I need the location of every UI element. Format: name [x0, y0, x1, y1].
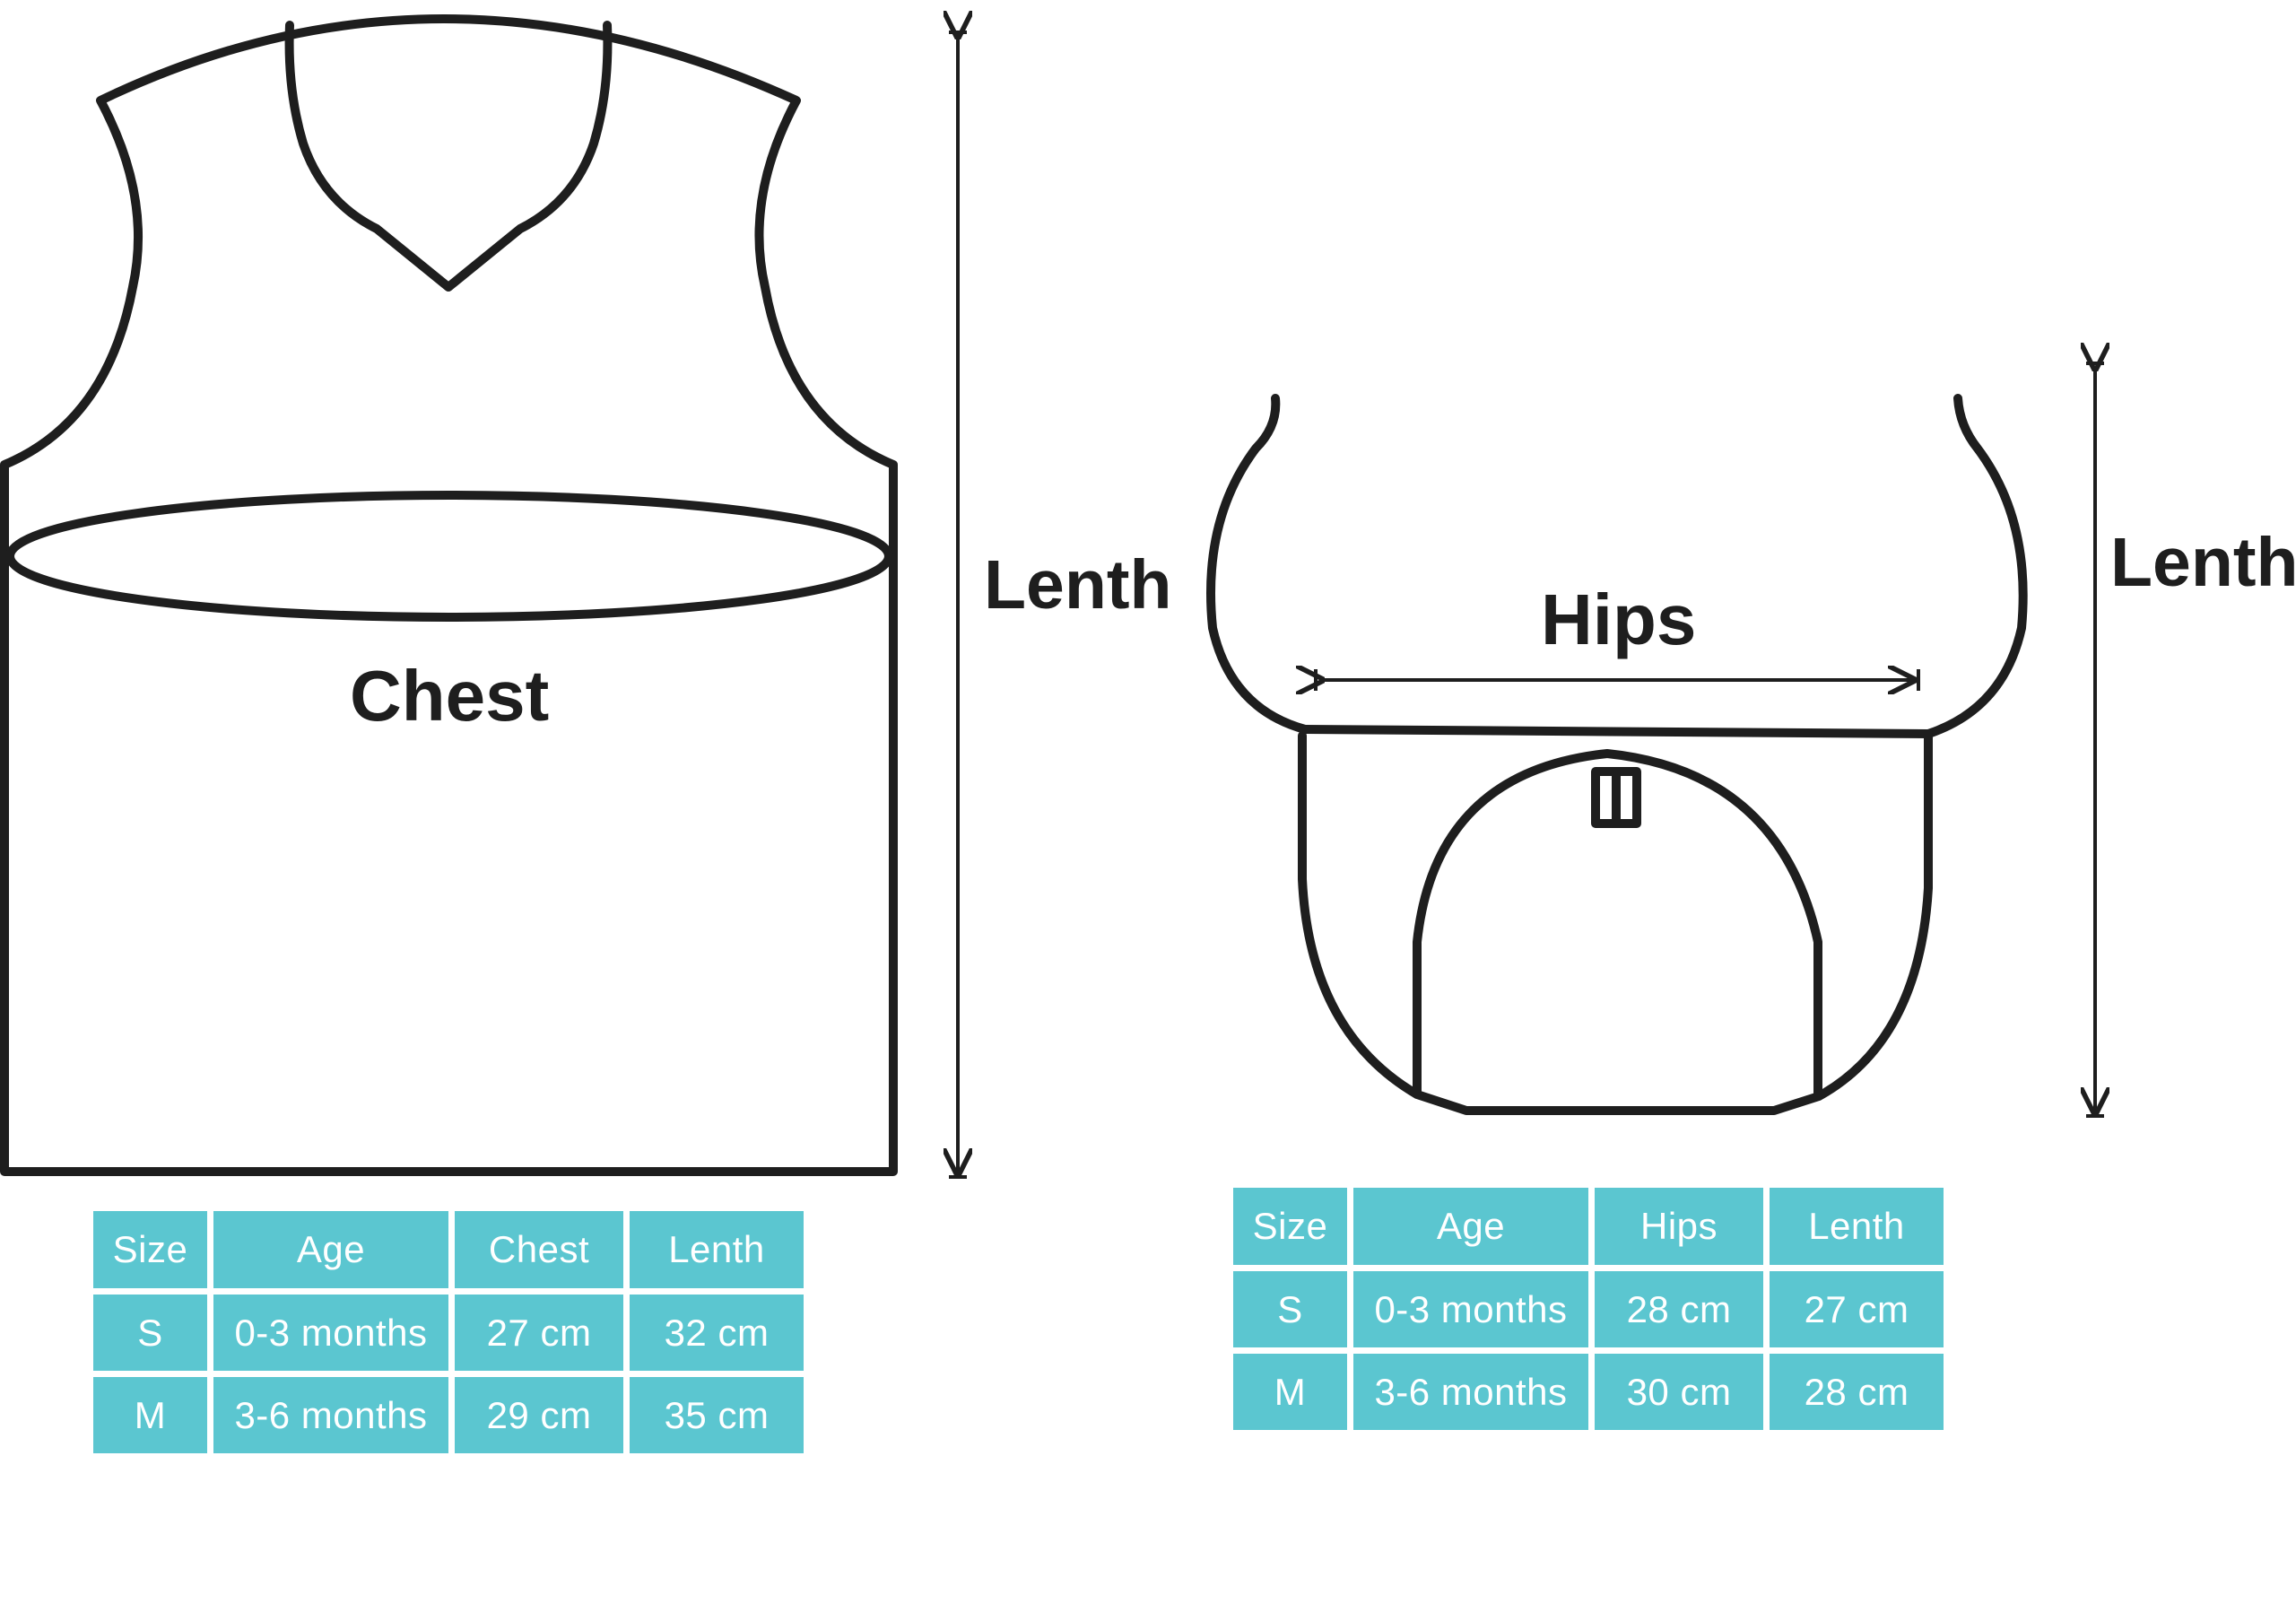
bottom-body — [1298, 731, 1933, 1115]
vest-outline — [0, 14, 898, 1176]
header-cell: Hips — [1595, 1188, 1763, 1265]
vest-length-arrow — [949, 32, 967, 1179]
waistband — [1300, 725, 1933, 738]
vest-length-label: Lenth — [984, 546, 1172, 623]
vest-neckline — [284, 21, 613, 292]
table-cell: 29 cm — [455, 1377, 623, 1453]
table-cell: 27 cm — [455, 1295, 623, 1371]
table-cell: 3-6 months — [213, 1377, 448, 1453]
vest-size-table: Size Age Chest Lenth S 0-3 months 27 cm … — [93, 1211, 804, 1453]
back-panel-arch — [1413, 749, 1822, 1101]
header-cell: Age — [1353, 1188, 1588, 1265]
hips-label: Hips — [1541, 580, 1697, 659]
header-cell: Size — [93, 1211, 207, 1288]
left-leg-curve — [1206, 394, 1309, 734]
bottom-outline — [1206, 394, 2028, 1115]
bottom-length-arrow — [2086, 363, 2104, 1118]
table-cell: S — [1233, 1271, 1347, 1347]
chest-ellipse — [5, 491, 893, 622]
table-cell: 28 cm — [1770, 1354, 1944, 1430]
table-cell: 0-3 months — [213, 1295, 448, 1371]
bottom-length-label: Lenth — [2110, 524, 2296, 601]
chest-label: Chest — [350, 656, 550, 736]
table-cell: 0-3 months — [1353, 1271, 1588, 1347]
table-cell: S — [93, 1295, 207, 1371]
bottom-size-table: Size Age Hips Lenth S 0-3 months 28 cm 2… — [1233, 1188, 1944, 1430]
header-cell: Lenth — [1770, 1188, 1944, 1265]
vest-body — [0, 14, 898, 1176]
table-cell: 30 cm — [1595, 1354, 1763, 1430]
right-leg-curve — [1924, 394, 2028, 738]
header-cell: Age — [213, 1211, 448, 1288]
table-cell: 32 cm — [630, 1295, 804, 1371]
table-cell: 3-6 months — [1353, 1354, 1588, 1430]
header-cell: Lenth — [630, 1211, 804, 1288]
table-cell: 28 cm — [1595, 1271, 1763, 1347]
table-cell: 27 cm — [1770, 1271, 1944, 1347]
header-cell: Size — [1233, 1188, 1347, 1265]
table-cell: 35 cm — [630, 1377, 804, 1453]
table-cell: M — [93, 1377, 207, 1453]
table-cell: M — [1233, 1354, 1347, 1430]
hips-arrow — [1316, 669, 1920, 691]
header-cell: Chest — [455, 1211, 623, 1288]
